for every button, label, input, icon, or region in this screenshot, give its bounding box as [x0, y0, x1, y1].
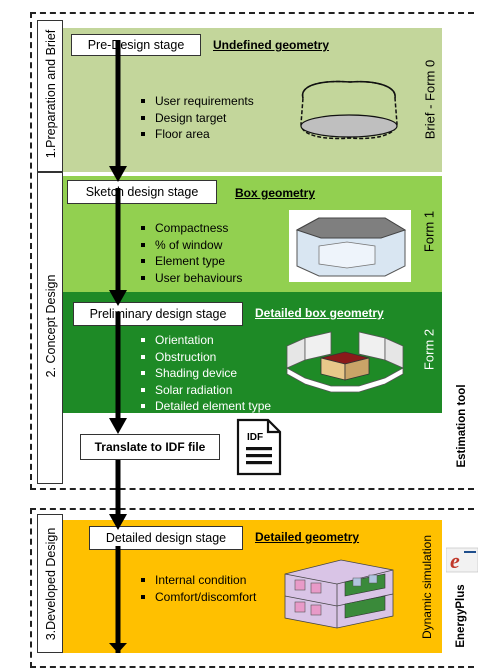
- sketch-stage-box: Sketch design stage: [67, 180, 217, 204]
- band-preliminary: Preliminary design stage Detailed box ge…: [63, 292, 442, 413]
- list-item: User requirements: [139, 93, 254, 110]
- pre-design-geometry: Undefined geometry: [213, 38, 330, 52]
- detailed-items: Internal condition Comfort/discomfort: [139, 572, 256, 605]
- form-0-label: Brief - Form 0: [422, 59, 438, 140]
- list-item: Compactness: [139, 220, 242, 237]
- list-item: Floor area: [139, 126, 254, 143]
- detailed-stage-box: Detailed design stage: [89, 526, 243, 550]
- pre-design-items: User requirements Design target Floor ar…: [139, 93, 254, 143]
- sketch-geometry: Box geometry: [235, 186, 316, 200]
- phase-concept-box: 2. Concept Design: [37, 172, 63, 484]
- form-1-label: Form 1: [421, 210, 437, 253]
- dynamic-simulation-label: Dynamic simulation: [420, 534, 434, 640]
- list-item: % of window: [139, 237, 242, 254]
- energyplus-label: EnergyPlus: [455, 584, 467, 648]
- band-detailed: Detailed design stage Detailed geometry …: [63, 520, 442, 653]
- svg-text:e: e: [450, 548, 460, 573]
- form-2-label: Form 2: [421, 328, 437, 371]
- list-item: Detailed element type: [139, 398, 271, 415]
- list-item: Shading device: [139, 365, 271, 382]
- idf-icon-text: IDF: [247, 432, 263, 443]
- band-pre-design: Pre-Design stage Undefined geometry User…: [63, 28, 442, 172]
- undefined-geometry-icon: [300, 80, 398, 140]
- list-item: Orientation: [139, 332, 271, 349]
- pre-design-stage-box: Pre-Design stage: [71, 34, 201, 56]
- phase-concept-label: 2. Concept Design: [44, 274, 58, 378]
- band-sketch: Sketch design stage Box geometry Compact…: [63, 176, 442, 292]
- phase-preparation-box: 1.Preparation and Brief: [37, 20, 63, 172]
- phase-developed-box: 3.Developed Design: [37, 514, 63, 653]
- list-item: Internal condition: [139, 572, 256, 589]
- detailed-box-geometry-icon: [286, 331, 404, 393]
- flow-arrow: [109, 40, 127, 653]
- detailed-geometry: Detailed geometry: [255, 530, 360, 544]
- list-item: Element type: [139, 253, 242, 270]
- box-geometry-icon: [289, 210, 411, 282]
- energyplus-logo: e: [445, 546, 478, 574]
- preliminary-geometry: Detailed box geometry: [255, 306, 384, 320]
- phase-developed-label: 3.Developed Design: [44, 527, 58, 641]
- detailed-geometry-icon: [284, 559, 394, 629]
- list-item: Obstruction: [139, 349, 271, 366]
- translate-idf-box: Translate to IDF file: [80, 434, 220, 460]
- list-item: User behaviours: [139, 270, 242, 287]
- preliminary-stage-box: Preliminary design stage: [73, 302, 243, 326]
- sketch-items: Compactness % of window Element type Use…: [139, 220, 242, 286]
- concept-frame: [30, 12, 474, 490]
- phase-preparation-label: 1.Preparation and Brief: [44, 29, 58, 159]
- preliminary-items: Orientation Obstruction Shading device S…: [139, 332, 271, 415]
- list-item: Solar radiation: [139, 382, 271, 399]
- list-item: Comfort/discomfort: [139, 589, 256, 606]
- list-item: Design target: [139, 110, 254, 127]
- estimation-tool-label: Estimation tool: [456, 384, 468, 468]
- idf-file-icon: IDF: [236, 418, 282, 476]
- energyplus-icon: e: [445, 547, 478, 573]
